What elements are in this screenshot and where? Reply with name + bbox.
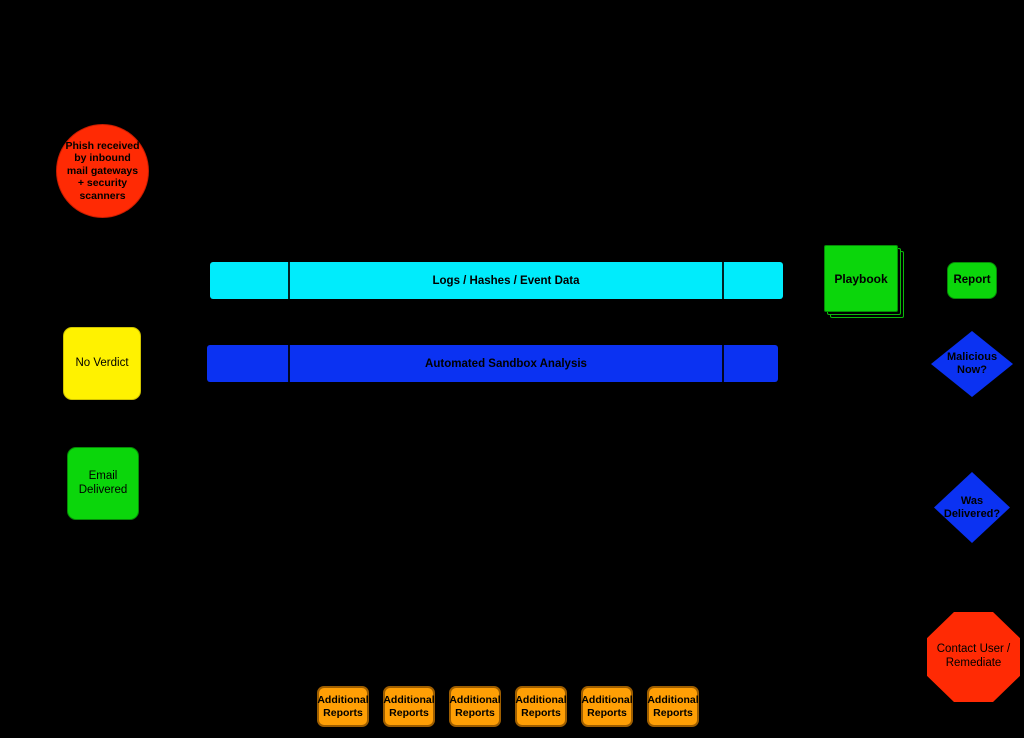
additional-reports-box: Additional Reports [449, 686, 501, 727]
no-verdict-node: No Verdict [63, 327, 141, 400]
logs-bar-divider [288, 262, 290, 299]
sandbox-bar-left-segment [207, 345, 288, 382]
additional-reports-row: Additional Reports Additional Reports Ad… [317, 686, 699, 727]
contact-user-remediate-node: Contact User / Remediate [927, 612, 1020, 702]
phish-received-node: Phish received by inbound mail gateways … [56, 124, 149, 218]
logs-bar-label: Logs / Hashes / Event Data [432, 274, 580, 287]
logs-bar-right-segment [724, 262, 783, 299]
playbook-label: Playbook [824, 245, 898, 312]
automated-sandbox-analysis-bar: Automated Sandbox Analysis [207, 345, 778, 382]
was-delivered-decision: Was Delivered? [934, 472, 1010, 543]
sandbox-bar-divider [722, 345, 724, 382]
logs-bar-divider [722, 262, 724, 299]
sandbox-bar-right-segment [724, 345, 778, 382]
playbook-node: Playbook [824, 245, 904, 318]
sandbox-bar-label: Automated Sandbox Analysis [425, 357, 587, 370]
sandbox-bar-divider [288, 345, 290, 382]
additional-reports-box: Additional Reports [383, 686, 435, 727]
logs-hashes-event-data-bar: Logs / Hashes / Event Data [210, 262, 783, 299]
additional-reports-box: Additional Reports [647, 686, 699, 727]
report-node: Report [947, 262, 997, 299]
additional-reports-box: Additional Reports [581, 686, 633, 727]
email-delivered-node: Email Delivered [67, 447, 139, 520]
logs-bar-left-segment [210, 262, 288, 299]
additional-reports-box: Additional Reports [515, 686, 567, 727]
malicious-now-decision: Malicious Now? [931, 331, 1013, 397]
additional-reports-box: Additional Reports [317, 686, 369, 727]
